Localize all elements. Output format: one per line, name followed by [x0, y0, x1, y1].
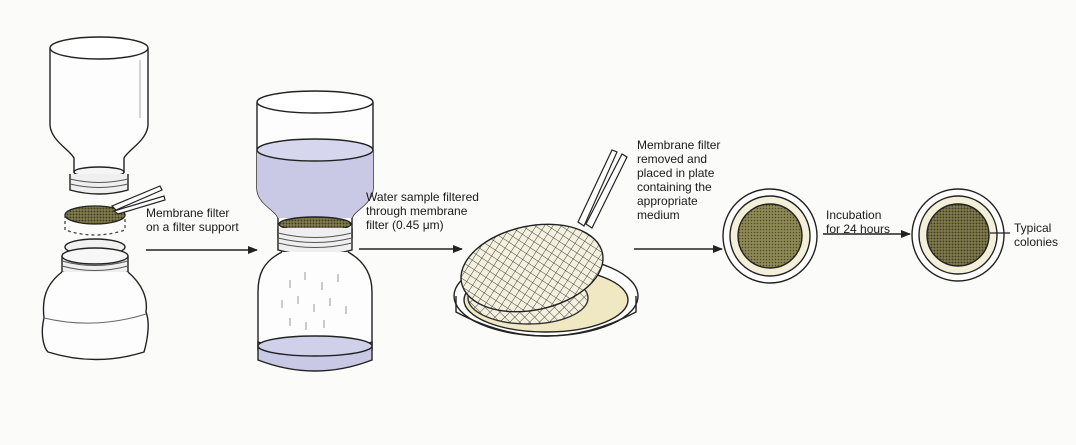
- label-line: Incubation: [826, 208, 882, 222]
- label-line: Membrane filter: [146, 206, 230, 220]
- label-incubation: Incubation for 24 hours: [826, 208, 890, 236]
- plate-before-incubation: [722, 188, 818, 284]
- filtrate-drops: [281, 272, 347, 330]
- label-line: medium: [637, 208, 680, 222]
- transfer-forceps: [577, 149, 628, 229]
- label-line: appropriate: [637, 194, 698, 208]
- disassembled-filter-apparatus: [41, 36, 166, 361]
- label-line: through membrane: [366, 204, 468, 218]
- label-line: Water sample filtered: [366, 190, 479, 204]
- label-line: removed and: [637, 152, 708, 166]
- label-membrane-removed: Membrane filter removed and placed in pl…: [637, 138, 720, 222]
- label-line: Typical: [1014, 221, 1052, 235]
- water-sample-upper: [257, 150, 373, 218]
- plate-with-colonies: [911, 188, 1005, 282]
- assembled-filter-apparatus: [256, 90, 374, 372]
- filter-membrane-disc: [64, 205, 126, 236]
- label-membrane-filter: Membrane filter on a filter support: [146, 206, 239, 234]
- label-line: filter (0.45 μm): [366, 218, 444, 232]
- label-typical-colonies: Typical colonies: [1014, 221, 1058, 249]
- filter-support-base: [41, 238, 149, 361]
- petri-dish-transfer: [453, 149, 639, 337]
- forceps: [110, 185, 166, 215]
- funnel-top: [49, 36, 149, 195]
- label-line: containing the: [637, 180, 712, 194]
- membrane-lifted: [460, 223, 604, 313]
- label-line: placed in plate: [637, 166, 715, 180]
- label-line: on a filter support: [146, 220, 239, 234]
- label-line: Membrane filter: [637, 138, 721, 152]
- label-line: for 24 hours: [826, 222, 891, 236]
- label-water-sample: Water sample filtered through membrane f…: [366, 190, 479, 232]
- label-line: colonies: [1014, 235, 1059, 249]
